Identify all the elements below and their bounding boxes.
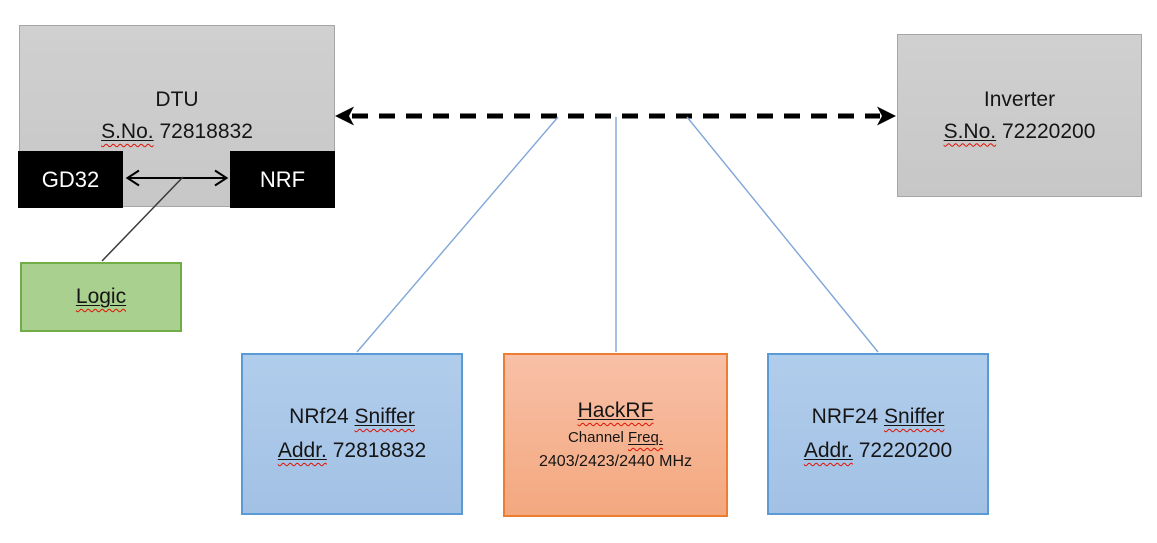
dashed-link-left-arrowhead-icon [335, 106, 354, 126]
sniffer-left-title: NRf24 Sniffer [289, 400, 415, 434]
sniffer-right-addr-word-misspelled: Addr. [803, 439, 853, 462]
hackrf-box: HackRF Channel Freq. 2403/2423/2440 MHz [503, 353, 728, 517]
hackrf-channel-label: Channel Freq. [568, 426, 663, 449]
gd32-chip: GD32 [18, 151, 123, 208]
sniffer-right-box: NRF24 Sniffer Addr. 72220200 [767, 353, 989, 515]
dtu-serial-word-misspelled: S.No. [101, 120, 154, 143]
inverter-box: Inverter S.No. 72220200 [897, 34, 1142, 197]
dtu-serial: S.No. 72818832 [101, 116, 253, 148]
hackrf-title: HackRF [578, 396, 654, 426]
hackrf-freq-word-misspelled: Freq. [628, 429, 664, 446]
hackrf-title-misspelled: HackRF [577, 399, 654, 422]
inverter-serial-word-misspelled: S.No. [943, 119, 997, 143]
sniffer-right-address: Addr. 72220200 [804, 434, 952, 468]
hackrf-frequencies: 2403/2423/2440 MHz [539, 453, 692, 470]
tap-line-sniffer-right [686, 116, 879, 353]
sniffer-left-word-misspelled: Sniffer [354, 405, 415, 428]
dtu-title: DTU [155, 88, 199, 111]
nrf-chip-label: NRF [259, 166, 306, 192]
dtu-serial-number: 72818832 [153, 120, 253, 143]
inverter-title: Inverter [983, 87, 1056, 111]
inverter-serial: S.No. 72220200 [944, 116, 1096, 148]
gd32-chip-label: GD32 [41, 166, 100, 192]
dashed-link-right-arrowhead-icon [877, 106, 896, 126]
sniffer-right-prefix: NRF24 [811, 405, 885, 428]
sniffer-left-addr-word-misspelled: Addr. [277, 439, 327, 462]
sniffer-left-box: NRf24 Sniffer Addr. 72818832 [241, 353, 463, 515]
sniffer-left-prefix: NRf24 [289, 405, 355, 428]
logic-label: Logic [76, 281, 126, 313]
sniffer-right-title: NRF24 Sniffer [812, 400, 945, 434]
sniffer-left-addr-number: 72818832 [326, 439, 427, 462]
sniffer-right-addr-number: 72220200 [852, 439, 953, 462]
sniffer-right-word-misspelled: Sniffer [884, 405, 945, 428]
sniffer-left-address: Addr. 72818832 [278, 434, 426, 468]
logic-box: Logic [20, 262, 182, 332]
tap-line-sniffer-left [356, 116, 559, 353]
nrf-chip: NRF [230, 151, 335, 208]
logic-label-misspelled: Logic [75, 285, 127, 308]
hackrf-channel-prefix: Channel [567, 429, 629, 446]
inverter-serial-number: 72220200 [996, 119, 1096, 143]
